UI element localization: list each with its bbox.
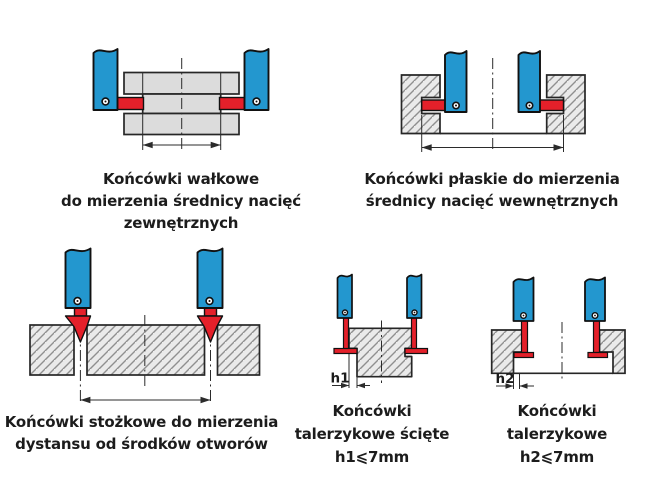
caption-line: h1⩽7mm: [334, 448, 410, 466]
caption-line: Końcówki wałkowe: [103, 170, 259, 188]
flat-tip-right: [538, 99, 565, 112]
measuring-arm-right: [517, 50, 541, 113]
screw-dot-icon: [455, 104, 457, 107]
tip-stem-left: [520, 320, 529, 354]
plate-segment-middle: [86, 324, 206, 376]
disc-tip-right: [587, 351, 609, 359]
measuring-arms: [444, 50, 541, 113]
extension-lines: [142, 113, 222, 150]
screw-dot-icon: [76, 300, 79, 302]
caption-line: Końcówki stożkowe do mierzenia: [4, 413, 279, 431]
tip-stem-right: [592, 320, 601, 354]
screw-dot-icon: [255, 100, 258, 103]
caption-line: średnicy nacięć wewnętrznych: [365, 192, 619, 210]
measuring-arms: [336, 273, 423, 319]
screw-dot-icon: [594, 314, 596, 317]
plate-segment-left: [29, 324, 75, 376]
bore-wall-right: [545, 74, 586, 135]
caption-talerzykowe: Końcówki talerzykowe h2⩽7mm: [478, 400, 636, 469]
bored-part: [400, 74, 586, 135]
caption-talerzykowe-sciete: Końcówki talerzykowe ścięte h1⩽7mm: [293, 400, 451, 469]
measuring-arms: [512, 276, 606, 322]
dimension-lines: [142, 58, 222, 150]
h1-arrows: [341, 382, 365, 389]
caption-line: Końcówki: [517, 402, 597, 420]
counterbored-part: [490, 329, 626, 375]
extension-lines: [421, 115, 564, 152]
shaft-shoulder-edges: [142, 72, 222, 94]
caption-line: dystansu od środków otworów: [15, 435, 268, 453]
fig-walkowe-graphic: [92, 48, 270, 150]
h1-dimension-label: h1: [330, 371, 349, 387]
caption-line: talerzykowe ścięte: [294, 425, 450, 443]
fig-stozkowe-graphic: [29, 247, 261, 404]
caption-line: zewnętrznych: [123, 214, 239, 232]
measuring-arm-right: [196, 247, 224, 309]
screw-dot-icon: [413, 311, 416, 314]
flat-tip-left: [421, 99, 447, 112]
measuring-arm-left: [64, 247, 92, 309]
caption-walkowe: Końcówki wałkowe do mierzenia średnicy n…: [21, 168, 341, 234]
disc-tip-left: [333, 347, 358, 355]
measuring-arm-left: [444, 50, 468, 113]
caption-line: Końcówki: [332, 402, 412, 420]
disc-tips: [513, 320, 609, 359]
h2-dimension-label: h2: [495, 371, 514, 387]
bore-wall-left: [400, 74, 441, 135]
screw-dot-icon: [522, 314, 525, 317]
dimension-arrows: [421, 144, 564, 151]
cylindrical-tip-right: [218, 96, 248, 111]
caption-line: Końcówki płaskie do mierzenia: [364, 170, 620, 188]
measuring-arm-left: [512, 276, 535, 322]
conical-tip-right: [196, 315, 224, 343]
stepped-part: [348, 327, 413, 378]
conical-tips: [64, 307, 224, 343]
dimension-arrows: [142, 141, 221, 149]
screw-dot-icon: [208, 300, 211, 302]
measuring-arms: [64, 247, 224, 309]
dimension-arrows: [80, 396, 211, 404]
screw-dot-icon: [344, 311, 346, 314]
extension-lines: [348, 350, 358, 388]
fig-plaskie-graphic: [400, 50, 586, 152]
disc-tips: [333, 317, 429, 355]
plate-segment-right: [216, 324, 261, 376]
measuring-arms: [92, 48, 270, 111]
measuring-arm-left: [92, 48, 119, 111]
measuring-arm-right: [406, 273, 423, 319]
screw-dot-icon: [104, 100, 107, 103]
caption-line: h2⩽7mm: [519, 448, 595, 466]
screw-dot-icon: [528, 104, 531, 107]
fig-talerzykowe-sciete-graphic: h1: [330, 273, 429, 389]
tip-neck-right: [203, 307, 218, 317]
caption-line: do mierzenia średnicy nacięć: [61, 192, 301, 210]
disc-tip-right: [404, 347, 429, 355]
measuring-arm-right: [584, 276, 606, 322]
bore-wall-right: [598, 329, 626, 375]
tip-stem-left: [342, 317, 350, 350]
dimension-lines: [79, 315, 211, 404]
conical-tip-left: [64, 315, 92, 343]
cylindrical-tip-left: [115, 96, 145, 111]
dimension-lines: [421, 58, 564, 152]
caption-stozkowe: Końcówki stożkowe do mierzenia dystansu …: [0, 411, 283, 455]
caption-line: talerzykowe: [506, 425, 608, 443]
h2-arrows: [505, 383, 528, 389]
drilled-plate: [29, 324, 261, 376]
fig-talerzykowe-graphic: h2: [490, 276, 626, 389]
tip-neck-left: [73, 307, 88, 317]
tip-stem-right: [410, 317, 418, 350]
measuring-arm-left: [336, 273, 353, 319]
disc-tip-left: [513, 351, 535, 359]
caption-plaskie: Końcówki płaskie do mierzenia średnicy n…: [337, 168, 647, 212]
measuring-arm-right: [243, 48, 270, 111]
